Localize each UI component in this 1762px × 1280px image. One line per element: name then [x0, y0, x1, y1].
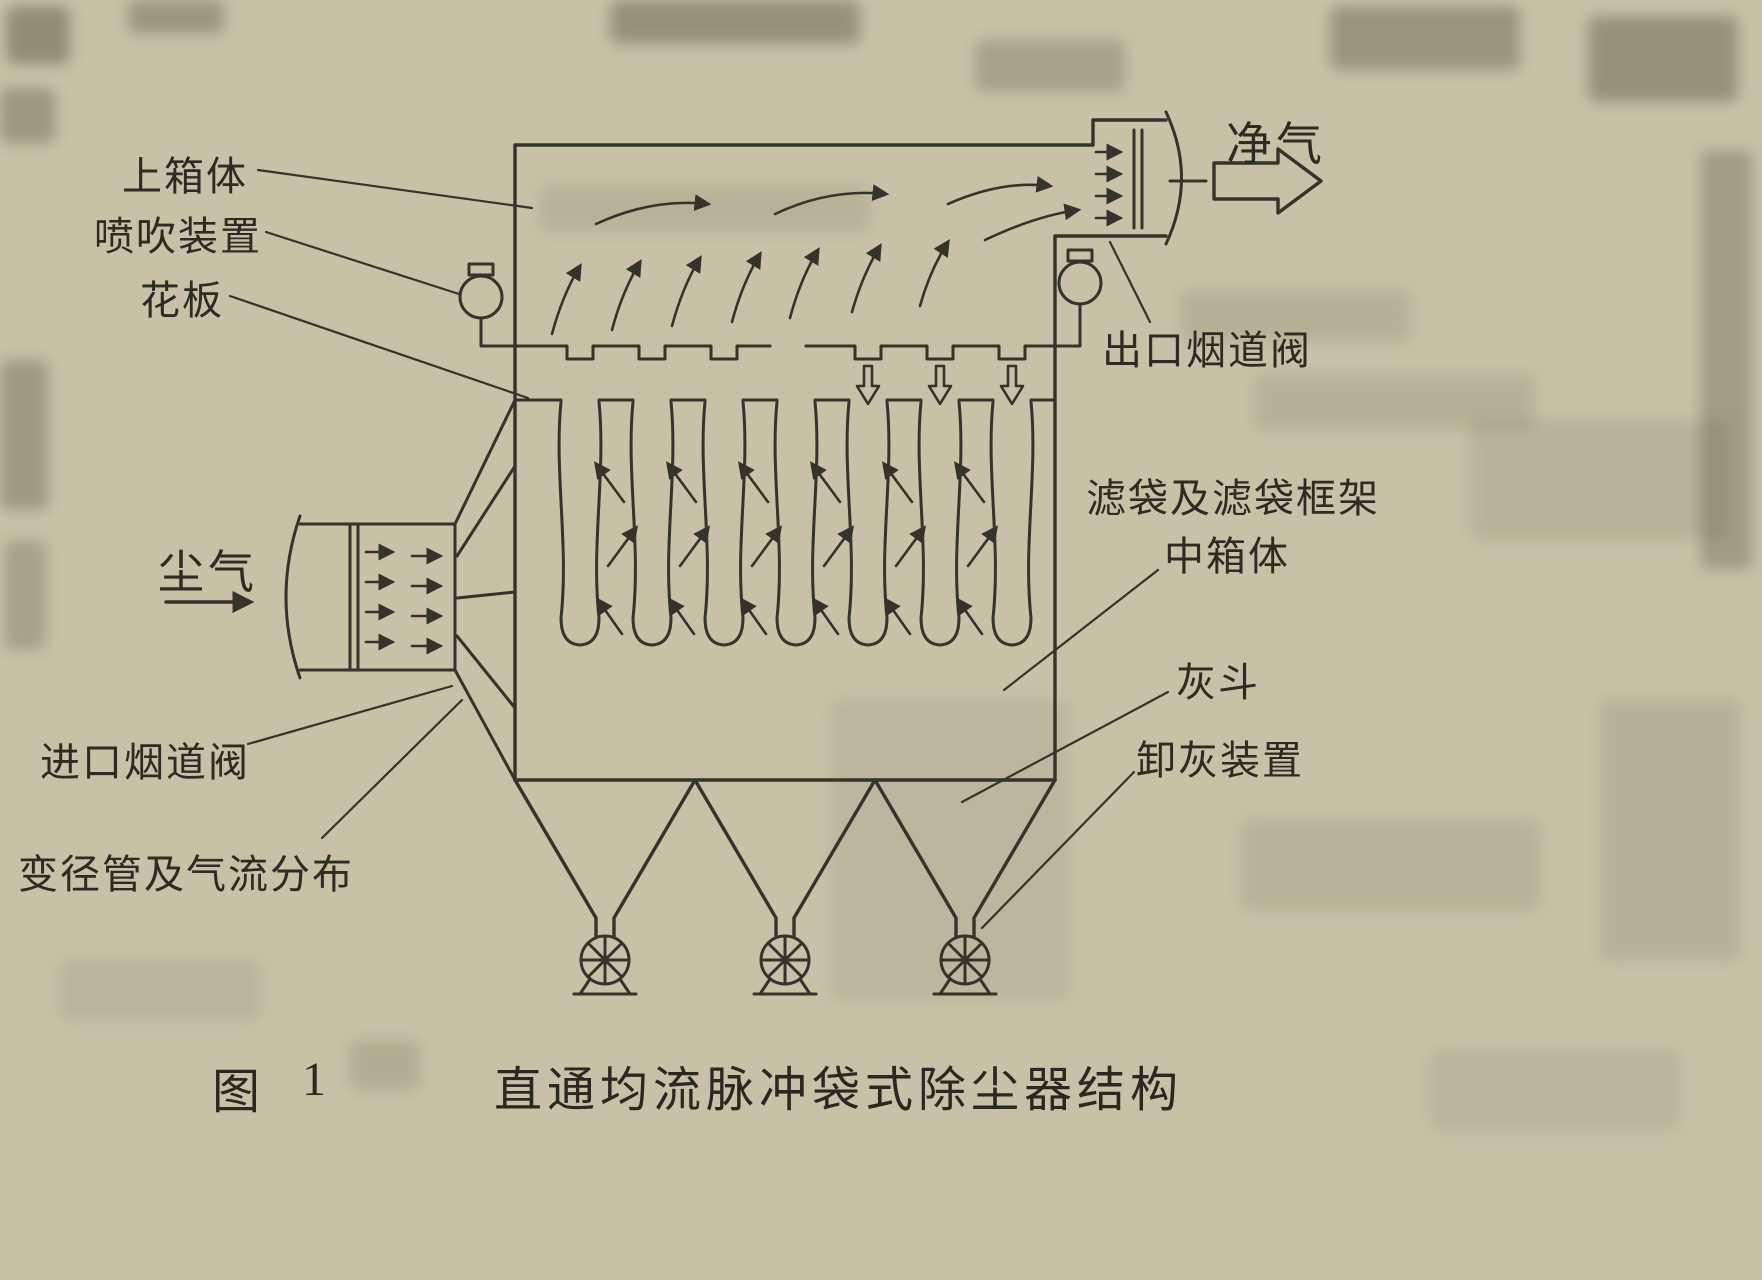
label-inlet-flue-valve: 进口烟道阀: [40, 740, 250, 785]
rotary-valve-2: [752, 934, 818, 996]
smudge: [1470, 420, 1730, 540]
diffuser: [453, 398, 517, 782]
ash-hoppers: [513, 778, 1057, 938]
leader-lines: [228, 168, 1170, 930]
inlet-duct: [284, 514, 457, 680]
smudge: [1330, 6, 1520, 70]
blow-header-right: [804, 344, 1057, 361]
pulse-jet-arrows: [855, 364, 1025, 406]
smudge: [1180, 290, 1410, 342]
label-ash-hopper: 灰斗: [1176, 660, 1260, 705]
caption-title: 直通均流脉冲袋式除尘器结构: [494, 1064, 1184, 1117]
smudge: [830, 700, 1070, 1000]
inlet-valve-flow-arrows: [364, 543, 444, 655]
blow-header-left: [513, 344, 772, 361]
label-clean-gas: 净气: [1226, 119, 1326, 170]
pulse-valve-left: [458, 262, 517, 348]
smudge: [0, 88, 55, 143]
label-blowing-device: 喷吹装置: [94, 214, 262, 259]
label-reducer-and-flow-distribution: 变径管及气流分布: [18, 852, 354, 897]
label-outlet-flue-valve: 出口烟道阀: [1102, 328, 1312, 373]
pulse-valve-right: [1053, 248, 1103, 348]
label-ash-discharge-device: 卸灰装置: [1136, 738, 1304, 783]
bag-flow-arrows: [593, 461, 999, 636]
label-dusty-gas: 尘气: [158, 547, 258, 598]
rotary-valve-3: [932, 934, 998, 996]
smudge: [4, 540, 46, 650]
smudge: [6, 6, 70, 64]
clean-gas-arrow: [1212, 147, 1323, 215]
label-filter-bag-and-frame: 滤袋及滤袋框架: [1086, 476, 1380, 521]
smudge: [1588, 16, 1738, 102]
smudge: [1600, 700, 1740, 960]
smudge: [1240, 820, 1540, 910]
smudge: [128, 0, 224, 34]
smudge: [350, 1040, 420, 1090]
label-middle-box: 中箱体: [1164, 534, 1290, 579]
smudge: [1255, 375, 1535, 430]
smudge: [0, 360, 48, 510]
upper-box-flow-arrows: [550, 175, 1082, 336]
outlet-valve-flow-arrows: [1094, 143, 1124, 227]
caption-figure-word: 图: [212, 1066, 261, 1119]
smudge: [60, 960, 260, 1020]
smudge: [1430, 1050, 1680, 1130]
smudge: [1700, 150, 1752, 570]
filter-bags: [557, 400, 1035, 647]
label-tube-sheet: 花板: [140, 278, 224, 323]
rotary-valve-1: [572, 934, 638, 996]
label-upper-box: 上箱体: [122, 154, 248, 199]
casing-outline: [513, 118, 1168, 782]
caption-figure-number: 1: [302, 1053, 326, 1106]
smudge: [975, 40, 1125, 92]
outlet-duct: [1132, 110, 1208, 246]
smudge: [610, 0, 860, 44]
